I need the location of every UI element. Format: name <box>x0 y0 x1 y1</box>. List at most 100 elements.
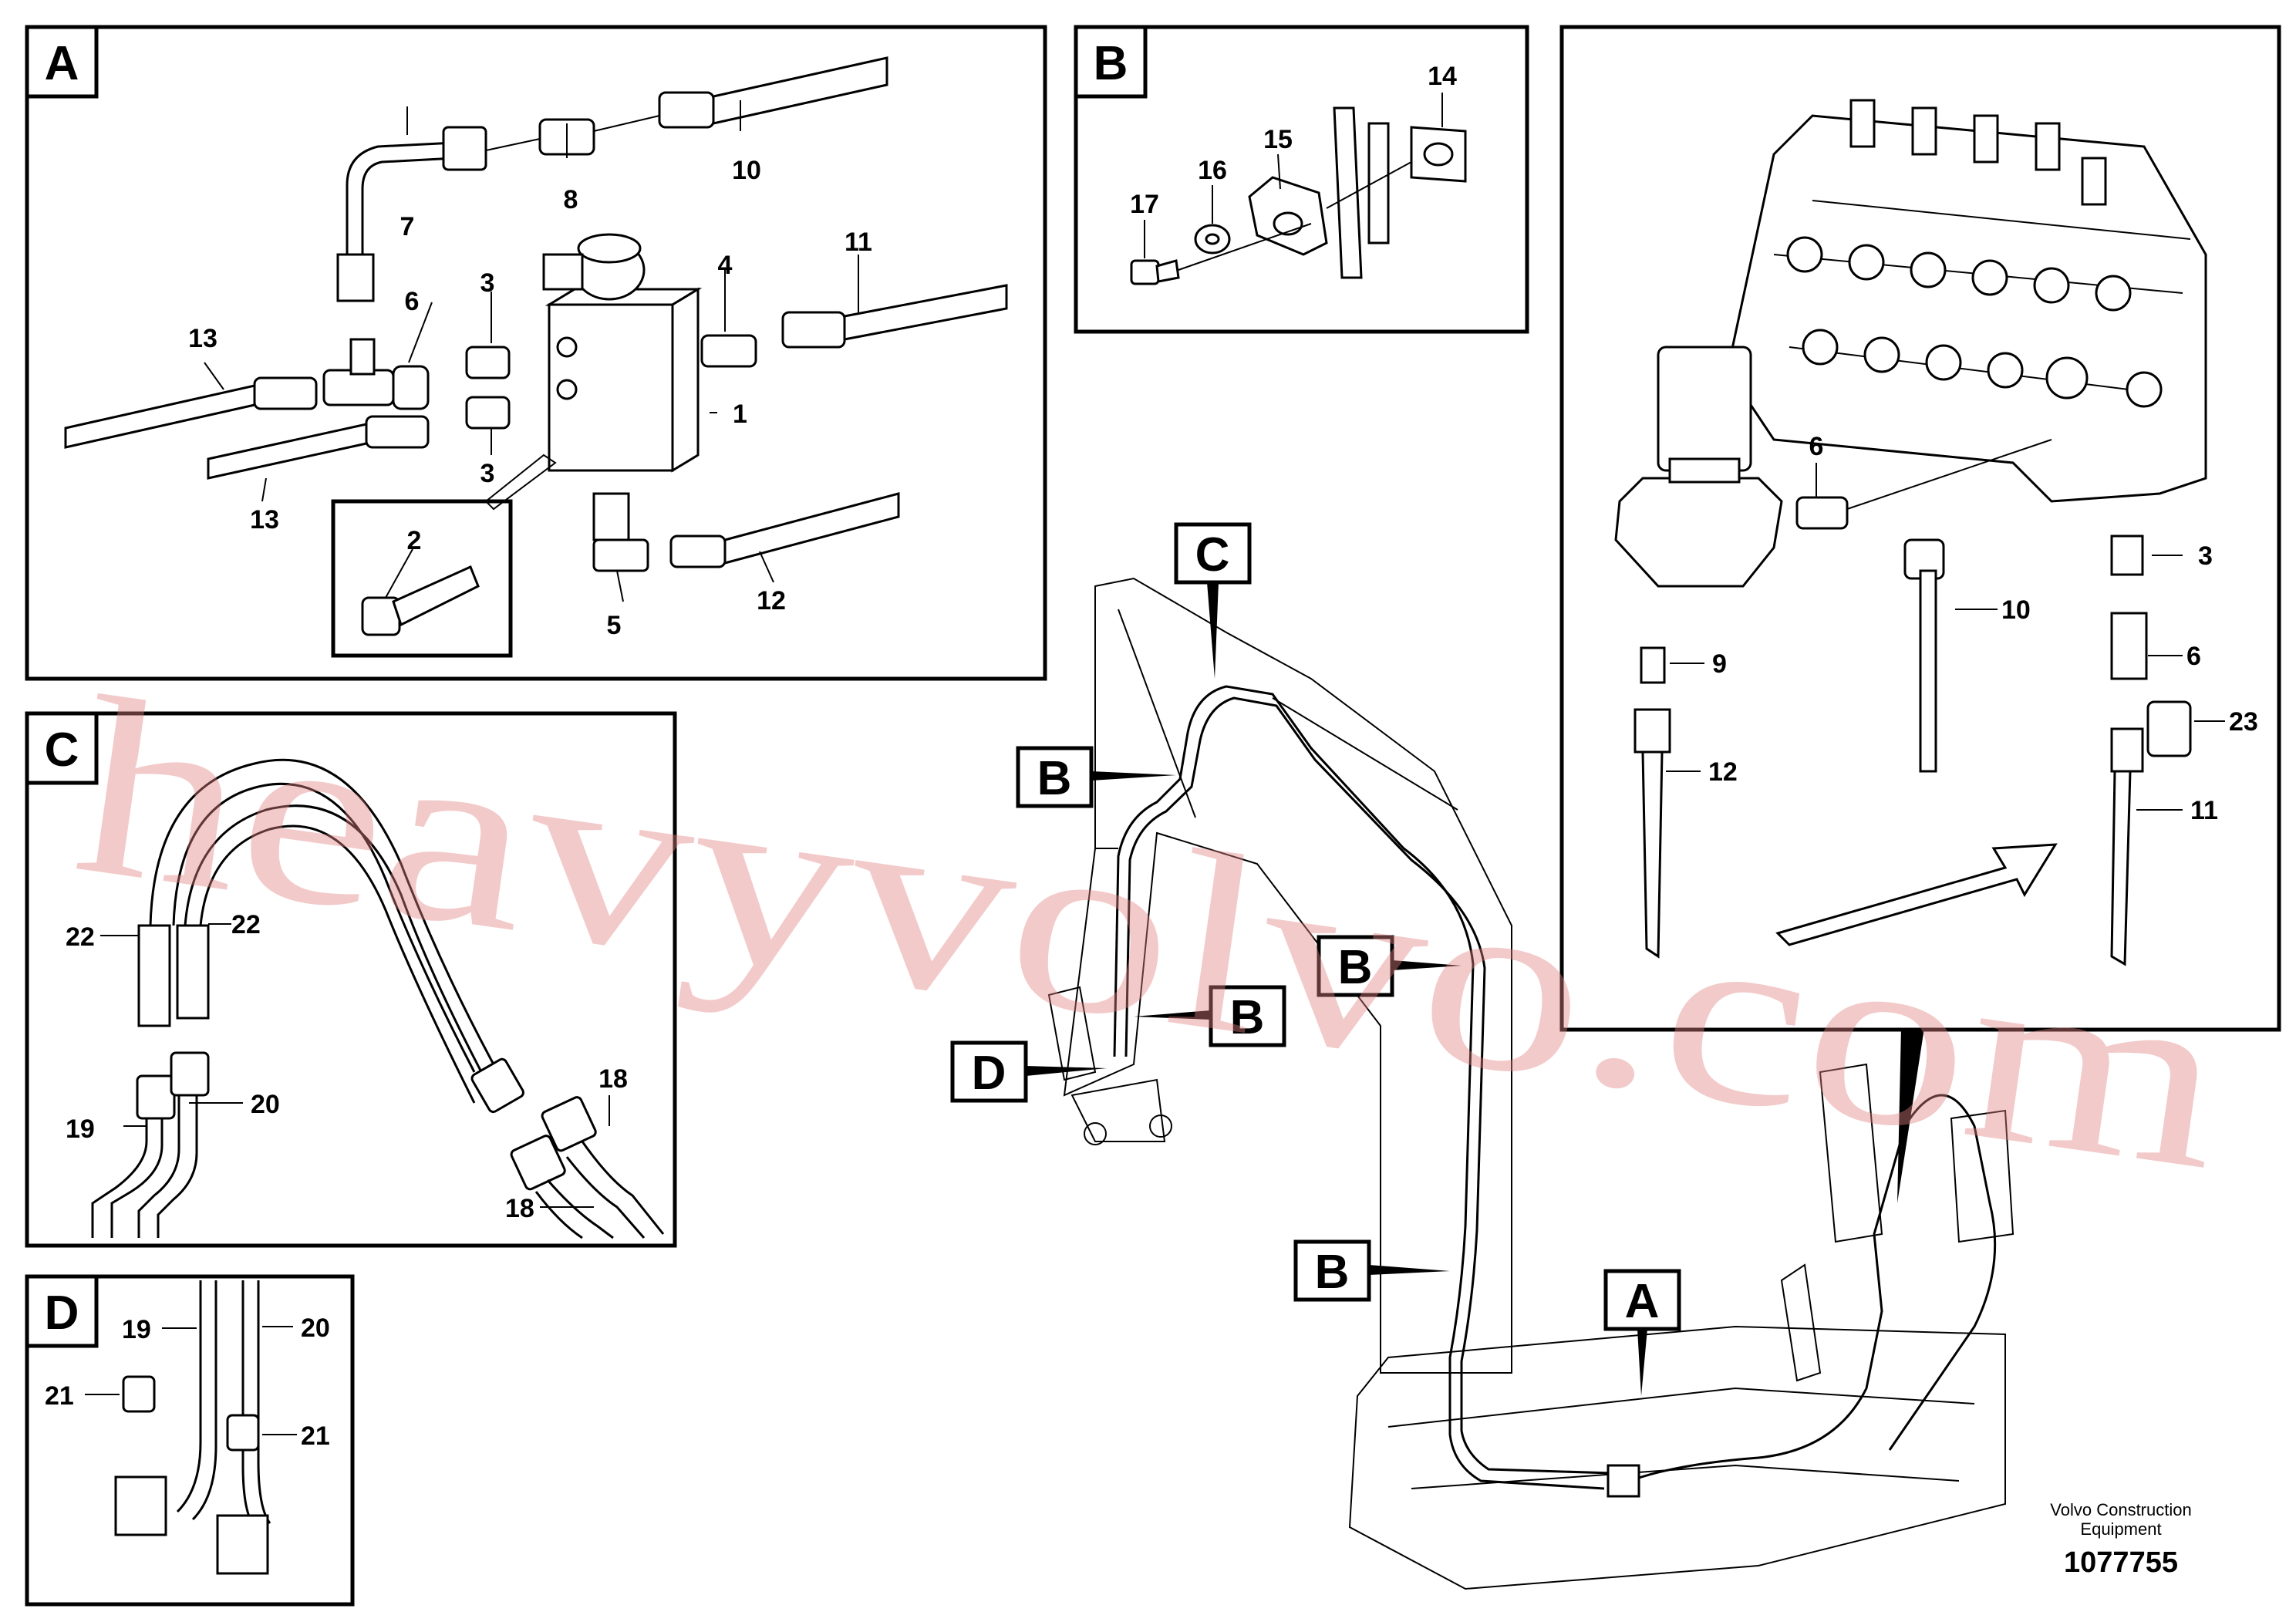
callout-b-17: 17 <box>1130 190 1159 219</box>
panel-a-frame <box>25 25 1047 681</box>
callout-a-4: 4 <box>718 251 733 280</box>
hydraulic-line-1 <box>1113 685 1605 1490</box>
panel-c-label-box <box>25 711 99 785</box>
panel-b-label: B <box>1094 37 1128 90</box>
panel-b-label-box <box>1074 25 1148 99</box>
cylinder <box>1047 986 1097 1081</box>
adapter-3-detail <box>2110 534 2144 576</box>
cap-21-right <box>226 1414 260 1452</box>
footer-brand-line-1: Volvo Construction <box>2050 1500 2192 1519</box>
machine-overview: C B B B D B A <box>950 522 2014 1590</box>
hose-c-outer <box>149 758 495 1065</box>
arm-end <box>1070 1078 1166 1142</box>
callout-a-7: 7 <box>400 212 415 241</box>
panel-d-label: D <box>45 1286 79 1340</box>
hose-end-10 <box>658 91 715 129</box>
callout-a-1: 1 <box>733 400 747 429</box>
callout-b-14: 14 <box>1428 62 1457 91</box>
hose-end-22-right <box>176 924 210 1020</box>
hose-end-22-left <box>137 924 171 1027</box>
callout-c-22-right: 22 <box>231 910 261 939</box>
swivel <box>1657 346 1752 472</box>
machine-label-b-1: B <box>1016 746 1176 808</box>
panel-a-label: A <box>45 37 79 90</box>
nut-7 <box>336 253 375 302</box>
adapter-3-upper <box>465 346 511 379</box>
callout-detail-12: 12 <box>1708 757 1738 787</box>
machine-label-b-4: B <box>1293 1239 1450 1302</box>
fitting-d-left <box>114 1475 167 1536</box>
callout-a-2: 2 <box>407 526 422 555</box>
svg-text:B: B <box>1037 752 1072 805</box>
callout-c-18-upper: 18 <box>598 1064 628 1094</box>
svg-text:B: B <box>1315 1246 1350 1299</box>
panel-c: C 22 22 19 20 18 18 <box>25 711 677 1248</box>
valve-a-location <box>1607 1464 1640 1498</box>
callout-d-21-right: 21 <box>301 1421 330 1451</box>
panel-c-frame <box>25 711 677 1248</box>
fitting-d-right <box>216 1514 269 1575</box>
callout-detail-6-left: 6 <box>1809 432 1824 461</box>
pipe-d-19 <box>176 1280 217 1521</box>
svg-text:B: B <box>1230 991 1265 1044</box>
machine-label-b-3: B <box>1134 985 1286 1047</box>
hose-12 <box>723 492 900 565</box>
tee-6-detail-right <box>2110 612 2148 680</box>
pipe-20 <box>137 1095 198 1238</box>
callout-c-22-left: 22 <box>66 922 95 952</box>
callout-b-15: 15 <box>1263 125 1293 154</box>
cap-21-left <box>122 1375 156 1413</box>
callout-b-16: 16 <box>1198 156 1227 185</box>
callout-a-8: 8 <box>564 185 578 214</box>
nut-7-top <box>442 126 487 171</box>
callout-c-18-lower: 18 <box>505 1194 534 1223</box>
hose-13-lower <box>207 423 368 480</box>
callout-a-12: 12 <box>757 586 786 615</box>
callout-a-10: 10 <box>732 156 761 185</box>
watermark: heavyvolvo.com <box>62 644 2240 1223</box>
panel-b-frame <box>1074 25 1529 334</box>
callout-detail-9: 9 <box>1712 649 1727 679</box>
panel-a-label-box <box>25 25 99 99</box>
callout-detail-3: 3 <box>2198 541 2213 571</box>
nut-19 <box>136 1074 176 1120</box>
tee-6-detail-left <box>1795 496 1849 530</box>
boom <box>1063 577 1512 1374</box>
callout-c-20: 20 <box>251 1090 280 1119</box>
pipe-d-20 <box>241 1280 271 1528</box>
hydraulic-line-2 <box>1124 696 1613 1475</box>
adapter-4 <box>700 334 757 368</box>
callout-detail-23: 23 <box>2229 707 2258 737</box>
panel-b: B 14 15 16 17 <box>1074 25 1529 334</box>
machine-label-d: D <box>950 1040 1107 1103</box>
callout-d-19: 19 <box>122 1315 151 1344</box>
callout-d-20: 20 <box>301 1313 330 1343</box>
machine-label-a: A <box>1603 1269 1681 1396</box>
elbow-23-detail <box>2146 700 2192 757</box>
hose-end-11 <box>781 311 846 349</box>
callout-detail-10: 10 <box>2001 595 2031 625</box>
panel-detail-control-valve: 6 3 10 9 6 23 12 11 <box>1559 25 2281 1203</box>
elbow-5 <box>592 492 630 541</box>
callout-a-6: 6 <box>405 287 420 316</box>
panel-d: D 19 20 21 21 <box>25 1274 355 1607</box>
hose-11-detail <box>2110 770 2132 966</box>
callout-c-19: 19 <box>66 1114 95 1144</box>
hose-11 <box>843 284 1008 341</box>
machine-base <box>1348 1325 2006 1590</box>
hose-12-detail <box>1641 750 1664 959</box>
direction-arrow <box>1775 843 2058 946</box>
nut-18-lower <box>510 1135 566 1191</box>
svg-text:A: A <box>1625 1275 1660 1328</box>
control-valve <box>1726 114 2207 503</box>
callout-a-3-lower: 3 <box>480 459 495 488</box>
svg-text:C: C <box>1195 528 1230 582</box>
nut-20 <box>170 1051 210 1097</box>
hose-13-upper <box>64 384 256 449</box>
footer-drawing-number: 1077755 <box>2064 1546 2178 1579</box>
machine-label-c: C <box>1174 522 1252 679</box>
panel-c-label: C <box>45 723 79 777</box>
callout-a-3-upper: 3 <box>480 268 495 298</box>
hose-10 <box>712 56 888 125</box>
